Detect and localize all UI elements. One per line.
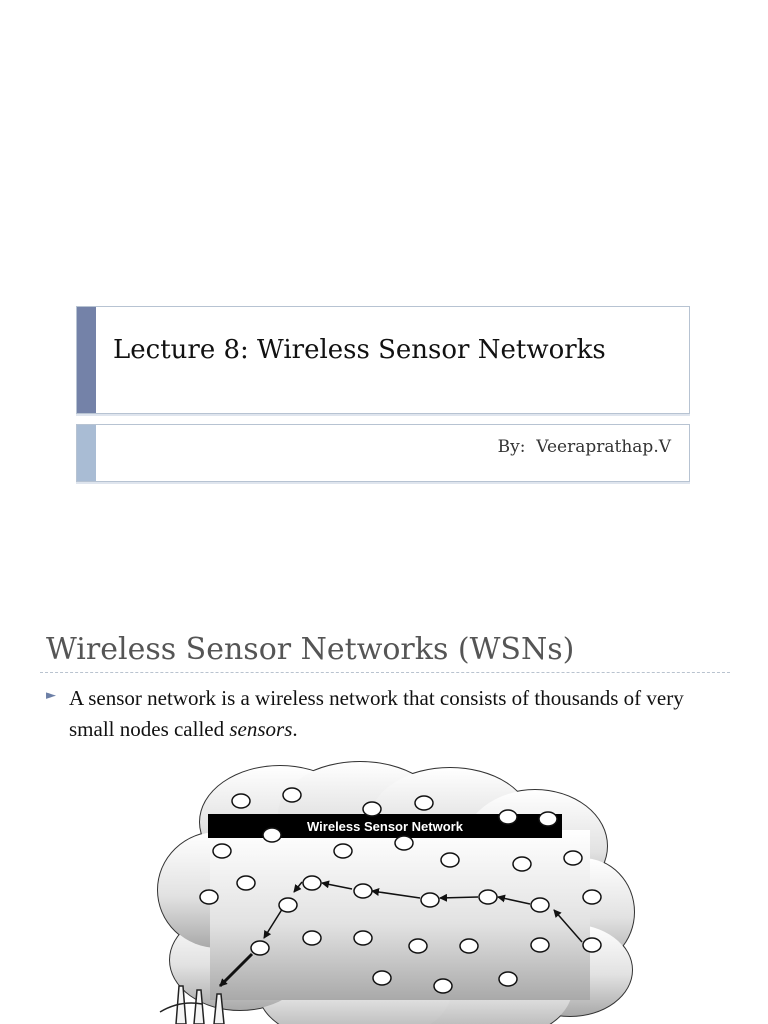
sensor-node [582, 937, 602, 953]
sensor-node [538, 811, 558, 827]
sensor-node [530, 937, 550, 953]
sensor-node [582, 889, 602, 905]
network-cloud [157, 761, 635, 1024]
banner-label: Wireless Sensor Network [307, 819, 464, 834]
sensor-node [302, 875, 322, 891]
sensor-node [408, 938, 428, 954]
author-box: By: Veeraprathap.V [76, 424, 690, 482]
sink-link [218, 952, 254, 988]
sensor-node [353, 883, 373, 899]
bullet-arrow-icon: ► [46, 688, 56, 703]
sensor-node [512, 856, 532, 872]
content-slide: Wireless Sensor Networks (WSNs) ► A sens… [0, 600, 768, 1024]
bullet-text-main: A sensor network is a wireless network t… [69, 686, 684, 741]
title-slide: Lecture 8: Wireless Sensor Networks By: … [76, 306, 690, 482]
sensor-node [278, 897, 298, 913]
sensor-node [563, 850, 583, 866]
bullet-text-end: . [292, 717, 298, 741]
sensor-node [440, 852, 460, 868]
slide-heading: Wireless Sensor Networks (WSNs) [46, 632, 575, 667]
sensor-node [353, 930, 373, 946]
sensor-node [478, 889, 498, 905]
title-box: Lecture 8: Wireless Sensor Networks [76, 306, 690, 414]
sensor-node [498, 971, 518, 987]
sensor-node [333, 843, 353, 859]
bullet-text: A sensor network is a wireless network t… [69, 683, 709, 745]
sensor-node [302, 930, 322, 946]
bullet-emphasis: sensors [229, 717, 293, 741]
wsn-diagram: Wireless Sensor Network [157, 761, 635, 1024]
sensor-nodes [199, 787, 602, 994]
sensor-node [420, 892, 440, 908]
sensor-node [282, 787, 302, 803]
sensor-node [433, 978, 453, 994]
sensor-node [498, 809, 518, 825]
sensor-node [231, 793, 251, 809]
sensor-node [262, 827, 282, 843]
sensor-node [459, 938, 479, 954]
sensor-node [236, 875, 256, 891]
author-accent-bar [77, 425, 96, 481]
sensor-node [530, 897, 550, 913]
sensor-node [372, 970, 392, 986]
sensor-node [362, 801, 382, 817]
lecture-title: Lecture 8: Wireless Sensor Networks [113, 335, 606, 365]
sensor-node [394, 835, 414, 851]
heading-divider [40, 672, 730, 673]
sensor-node [250, 940, 270, 956]
author-name: By: Veeraprathap.V [497, 437, 671, 457]
title-accent-bar [77, 307, 96, 413]
sensor-node [199, 889, 219, 905]
sensor-node [414, 795, 434, 811]
base-station-antenna-icon [159, 985, 225, 1024]
sensor-node [212, 843, 232, 859]
